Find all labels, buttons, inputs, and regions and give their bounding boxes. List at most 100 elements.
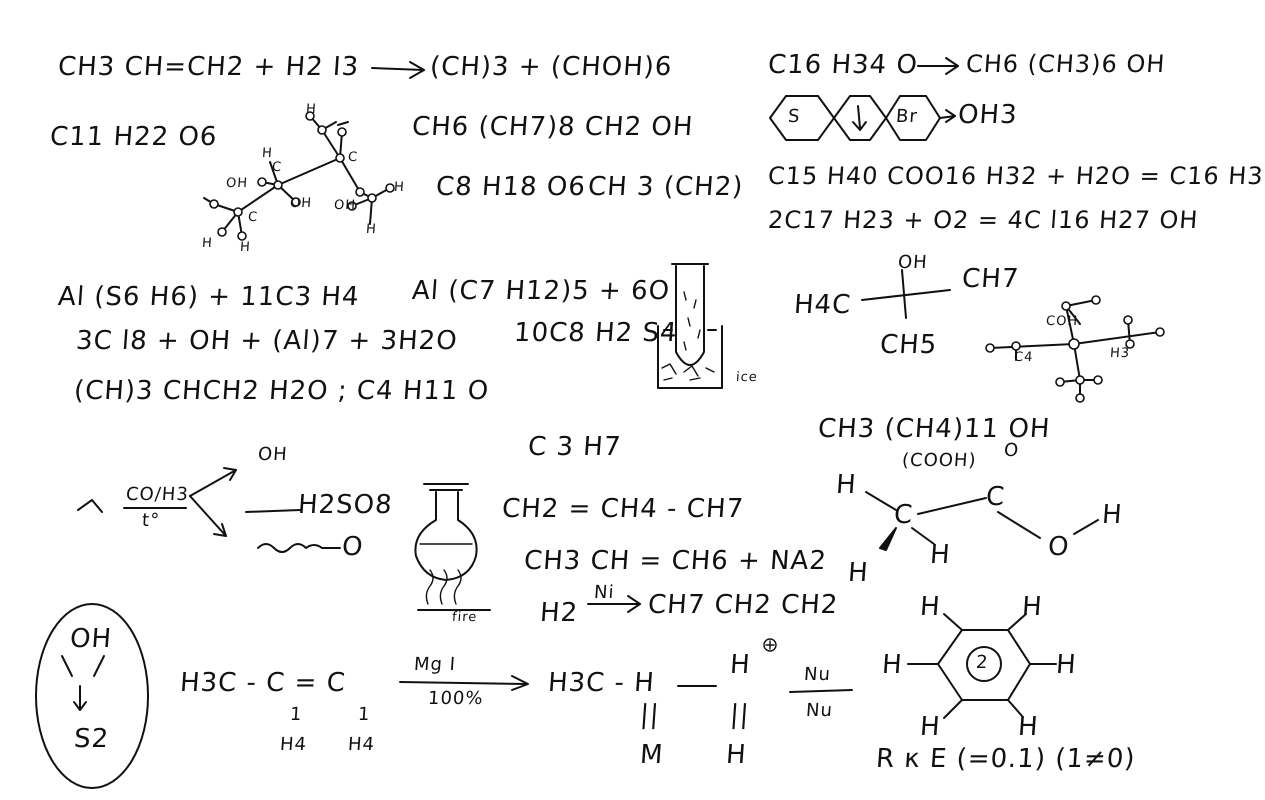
structural-formula: [865, 491, 1099, 551]
formula-text: CH5: [878, 330, 939, 360]
ring-label: 2: [975, 652, 990, 673]
atom-label: OH: [225, 176, 249, 191]
formula-text: Al (S6 H6) + 11C3 H4: [56, 282, 361, 312]
atom-label: H: [305, 102, 318, 117]
reaction-arrow: [587, 595, 641, 613]
molecule-model: [985, 295, 1165, 403]
formula-text: C15 H40 COO16 H32 + H2O = C16 H3: [767, 162, 1265, 190]
formula-text: Br: [895, 106, 919, 127]
formula-text: 10C8 H2 S4: [512, 318, 679, 348]
formula-text: C8 H18 O6: [434, 172, 587, 202]
atom-label: H: [393, 180, 406, 195]
formula-text: (CH)3 CHCH2 H2O ; C4 H11 O: [72, 376, 491, 406]
atom-label: H: [918, 712, 942, 742]
formula-text: H2SO8: [296, 490, 394, 520]
formula-text: C 3 H7: [526, 432, 623, 462]
atom-label: H: [880, 650, 904, 680]
atom-label: H: [239, 240, 252, 255]
flask-over-fire: [414, 483, 491, 611]
formula-text: Nu: [803, 664, 832, 685]
formula-text: H3C - C = C: [178, 668, 347, 698]
atom-label: H3: [1109, 346, 1131, 361]
formula-text: CH6 (CH7)8 CH2 OH: [410, 112, 695, 142]
formula-text: OH: [257, 444, 289, 465]
formula-text: CH 3 (CH2): [586, 172, 745, 202]
atom-label: O: [1003, 440, 1020, 461]
bond-mark: 1: [289, 704, 304, 725]
formula-text: Nu: [805, 700, 834, 721]
molecule-model: [203, 111, 395, 241]
formula-text: (CH)3 + (CHOH)6: [428, 52, 674, 82]
atom-label: H: [1054, 650, 1078, 680]
atom-label: H: [1100, 500, 1124, 530]
test-tube-ice-bath: [657, 263, 723, 389]
sketch-drawings: [35, 57, 1165, 789]
atom-label: M: [638, 740, 665, 770]
bond-mark: ||: [728, 700, 751, 730]
formula-text: S2: [72, 724, 111, 754]
reaction-arrow: [399, 675, 529, 691]
atom-label: H: [201, 236, 214, 251]
formula-text: 100%: [427, 688, 485, 709]
atom-label: C: [247, 210, 259, 225]
atom-label: H: [1016, 712, 1040, 742]
formula-text: H4: [347, 734, 376, 755]
formula-text: O: [340, 532, 365, 562]
benzene-ring: [907, 613, 1057, 719]
formula-text: CO/H3: [125, 484, 190, 505]
atom-label: C: [984, 482, 1007, 512]
formula-text: 3C l8 + OH + (Al)7 + 3H2O: [74, 326, 459, 356]
bond-mark: 1: [357, 704, 372, 725]
atom-label: H: [728, 650, 752, 680]
formula-text: S: [787, 106, 802, 127]
reaction-arrow: [917, 57, 959, 75]
fraction-bar: [789, 689, 853, 693]
formula-text: H4C: [792, 290, 853, 320]
atom-label: C4: [1013, 350, 1034, 365]
atom-label: H: [834, 470, 858, 500]
formula-text: CH7 CH2 CH2: [646, 590, 840, 620]
atom-label: H: [365, 222, 378, 237]
hexagon-chain: [769, 95, 956, 141]
formula-text: OH: [897, 252, 929, 273]
formula-text: CH3 CH = CH6 + NA2: [522, 546, 828, 576]
formula-text: OH3: [956, 100, 1019, 130]
atom-label: H: [261, 146, 274, 161]
atom-label: H: [724, 740, 748, 770]
atom-label: C: [271, 160, 283, 175]
formula-text: 2C17 H23 + O2 = 4C l16 H27 OH: [767, 206, 1200, 234]
formula-text: H2: [538, 598, 580, 628]
formula-text: C16 H34 O: [766, 50, 919, 80]
formula-text: R κ E (=0.1) (1≠0): [874, 744, 1137, 774]
atom-label: COH: [1045, 314, 1079, 329]
label-ice: ice: [735, 370, 759, 385]
label-fire: fire: [451, 610, 478, 625]
atom-label: OH: [333, 198, 357, 213]
atom-label: O: [1046, 532, 1071, 562]
formula-text: OH: [68, 624, 114, 654]
atom-label: H: [846, 558, 870, 588]
formula-text: CH6 (CH3)6 OH: [965, 50, 1167, 78]
bond-mark: ||: [638, 700, 661, 730]
formula-text: H4: [279, 734, 308, 755]
atom-label: C: [892, 500, 915, 530]
atom-label: C: [347, 150, 359, 165]
formula-text: C11 H22 O6: [48, 122, 219, 152]
reaction-arrow: [371, 61, 425, 79]
atom-label: OH: [289, 196, 313, 211]
formula-text: Mg I: [413, 654, 457, 675]
formula-text: CH2 = CH4 - CH7: [500, 494, 746, 524]
formula-text: (COOH): [901, 450, 978, 471]
branch-arrows: [77, 467, 341, 553]
formula-text: Al (C7 H12)5 + 6O: [410, 276, 672, 306]
formula-text: t°: [141, 510, 161, 531]
atom-label: H: [918, 592, 942, 622]
formula-text: H3C - H: [546, 668, 656, 698]
atom-label: H: [928, 540, 952, 570]
charge-plus: [763, 638, 777, 652]
branched-structure: [861, 269, 951, 319]
formula-text: CH7: [960, 264, 1021, 294]
formula-text: CH3 CH=CH2 + H2 I3: [56, 52, 361, 82]
circled-structure: [35, 603, 149, 789]
formula-text: Ni: [593, 582, 616, 603]
